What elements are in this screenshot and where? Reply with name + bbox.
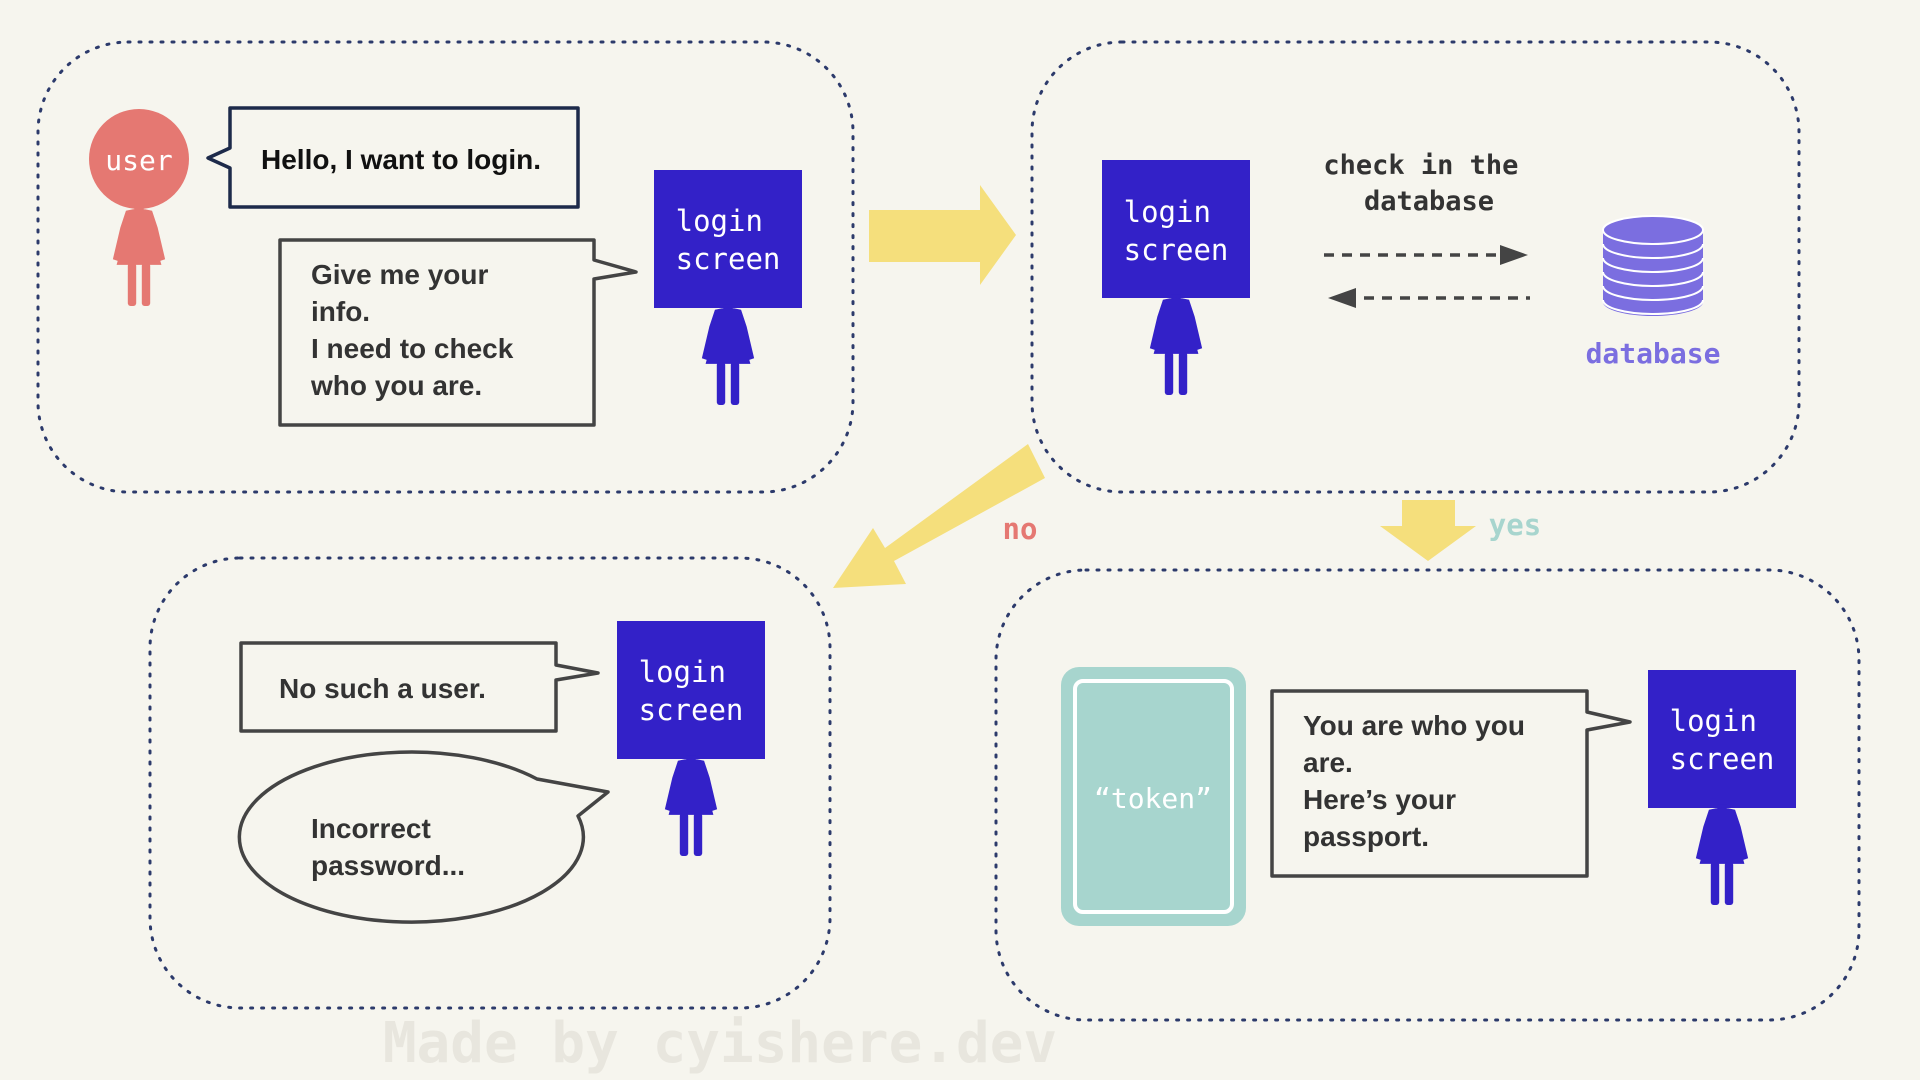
panel-check: login screen check in the database datab… — [1030, 40, 1801, 494]
login-screen-figure-icon — [664, 755, 718, 856]
login-screen-head — [1102, 160, 1250, 298]
user-message: Hello, I want to login. — [261, 144, 541, 175]
token-card — [1061, 667, 1246, 926]
arrow-yes — [1380, 500, 1476, 561]
login-screen-figure-icon — [701, 304, 755, 405]
user-speech-bubble — [206, 106, 580, 209]
login-screen-label-line-1: login — [639, 655, 726, 689]
login-screen-label-line-2: screen — [1670, 742, 1775, 776]
panel-check-border — [1030, 40, 1801, 494]
success-reply-text: You are who you are. Here’s your passpor… — [1303, 710, 1533, 852]
arrow-no — [833, 444, 1045, 588]
incorrect-password-bubble — [237, 750, 610, 924]
login-screen-label: login screen — [676, 204, 781, 276]
no-user-bubble — [239, 641, 600, 733]
success-reply-line-1: You are who you — [1303, 710, 1525, 741]
user-figure-icon — [112, 205, 166, 306]
branch-no-label: no — [1003, 512, 1038, 546]
branch-yes-label: yes — [1489, 508, 1541, 542]
login-screen-label: login screen — [1670, 704, 1775, 776]
login-screen-label: login screen — [1124, 195, 1229, 267]
login-screen-label-line-2: screen — [676, 242, 781, 276]
check-action-label: check in the database — [1323, 150, 1534, 217]
login-screen-label-line-2: screen — [1124, 233, 1229, 267]
database-icon — [1602, 215, 1704, 316]
panel-request-border — [36, 40, 855, 494]
login-screen-head — [617, 621, 765, 759]
screen-reply-bubble — [278, 238, 638, 427]
user-head — [89, 109, 189, 209]
panel-failure: No such a user. Incorrect password... lo… — [148, 556, 832, 1010]
login-screen-label-line-2: screen — [639, 693, 744, 727]
panel-request: user Hello, I want to login. Give me you… — [36, 40, 855, 494]
no-user-message: No such a user. — [279, 673, 486, 704]
login-screen-label-line-1: login — [676, 204, 763, 238]
arrow-to-check — [869, 185, 1016, 285]
check-action-line-2: database — [1364, 186, 1494, 217]
token-label: “token” — [1094, 782, 1212, 815]
success-reply-line-4: passport. — [1303, 821, 1429, 852]
screen-reply-text: Give me your info. I need to check who y… — [310, 259, 521, 401]
login-screen-head — [1648, 670, 1796, 808]
token-card-inner-border — [1073, 679, 1234, 914]
incorrect-password-text: Incorrect password... — [311, 813, 465, 881]
panel-success-border — [994, 568, 1861, 1022]
query-arrow-head — [1500, 245, 1528, 265]
panel-success: “token” You are who you are. Here’s your… — [994, 568, 1861, 1022]
login-screen-label-line-1: login — [1124, 195, 1211, 229]
login-screen-label: login screen — [639, 655, 744, 727]
success-reply-line-3: Here’s your — [1303, 784, 1456, 815]
screen-reply-line-4: who you are. — [310, 370, 482, 401]
incorrect-password-line-1: Incorrect — [311, 813, 431, 844]
login-screen-head — [654, 170, 802, 308]
user-label: user — [105, 144, 172, 177]
check-action-line-1: check in the — [1323, 150, 1518, 181]
watermark: Made by cyishere.dev — [383, 1011, 1057, 1076]
login-screen-label-line-1: login — [1670, 704, 1757, 738]
login-screen-figure-icon — [1695, 804, 1749, 905]
screen-reply-line-3: I need to check — [311, 333, 514, 364]
screen-reply-line-2: info. — [311, 296, 370, 327]
response-arrow-head — [1328, 288, 1356, 308]
incorrect-password-line-2: password... — [311, 850, 465, 881]
screen-reply-line-1: Give me your — [311, 259, 489, 290]
database-label: database — [1586, 337, 1721, 370]
login-screen-figure-icon — [1149, 294, 1203, 395]
panel-failure-border — [148, 556, 832, 1010]
success-reply-bubble — [1270, 689, 1632, 878]
success-reply-line-2: are. — [1303, 747, 1353, 778]
